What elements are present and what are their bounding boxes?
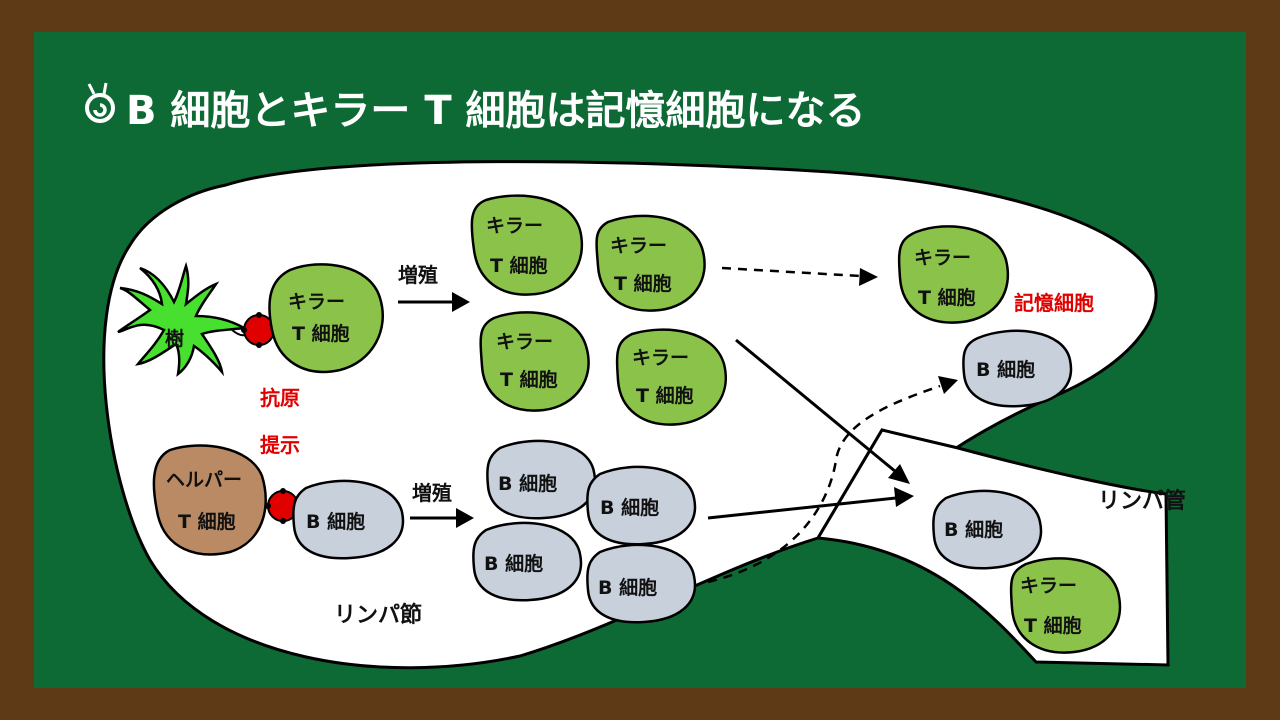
helper-label-1: ヘルパー xyxy=(166,469,242,491)
killer-label-2: T 細胞 xyxy=(490,254,548,277)
killer-label-1: キラー xyxy=(486,215,543,237)
proliferation-arrow-b xyxy=(410,508,474,528)
killer-label-1: キラー xyxy=(496,331,553,353)
b-cell-initial: B 細胞 xyxy=(292,479,405,560)
killer-label-2: T 細胞 xyxy=(614,272,672,295)
b-cell-label: B 細胞 xyxy=(976,358,1035,381)
killer-t-cell-clone-1: キラー T 細胞 xyxy=(470,194,584,296)
lymph-vessel-label: リンパ管 xyxy=(1098,488,1186,514)
arrow-killer-to-vessel xyxy=(735,338,910,484)
killer-label-1: キラー xyxy=(288,291,345,313)
b-cell-label: B 細胞 xyxy=(598,576,657,599)
dendritic-label: 樹 xyxy=(165,327,184,350)
arrow-b-to-vessel xyxy=(707,487,914,520)
b-cell-label: B 細胞 xyxy=(498,472,557,495)
proliferation-label-b: 増殖 xyxy=(412,481,452,505)
b-cell-clone-1: B 細胞 xyxy=(486,439,597,520)
page-title: B 細胞とキラー T 細胞は記憶細胞になる xyxy=(126,88,866,134)
killer-label-1: キラー xyxy=(610,235,667,257)
killer-t-cell-clone-2: キラー T 細胞 xyxy=(595,214,706,312)
memory-cell-label: 記憶細胞 xyxy=(1014,291,1094,315)
lymph-node-label: リンパ節 xyxy=(334,602,422,628)
killer-label-1: キラー xyxy=(1020,575,1077,597)
helper-label-2: T 細胞 xyxy=(178,510,236,533)
killer-label-2: T 細胞 xyxy=(1024,614,1082,637)
proliferation-arrow-killer xyxy=(398,292,470,312)
dendritic-cell: 樹 xyxy=(117,261,253,377)
killer-label-2: T 細胞 xyxy=(292,322,350,345)
b-cell-label: B 細胞 xyxy=(306,510,365,533)
killer-label-1: キラー xyxy=(914,247,971,269)
memory-arrow-b xyxy=(707,376,958,584)
b-cell-clone-3: B 細胞 xyxy=(472,521,583,602)
presentation-label: 提示 xyxy=(260,433,300,457)
b-cell-label: B 細胞 xyxy=(600,496,659,519)
vessel-b-cell: B 細胞 xyxy=(932,489,1043,570)
killer-t-cell-initial: キラー T 細胞 xyxy=(268,263,385,374)
helper-t-cell: ヘルパー T 細胞 xyxy=(152,444,267,556)
b-cell-label: B 細胞 xyxy=(484,552,543,575)
b-cell-label: B 細胞 xyxy=(944,518,1003,541)
memory-arrow-killer xyxy=(721,266,878,286)
vessel-killer-t-cell: キラー T 細胞 xyxy=(1009,557,1122,654)
killer-label-1: キラー xyxy=(632,347,689,369)
killer-label-2: T 細胞 xyxy=(918,286,976,309)
killer-label-2: T 細胞 xyxy=(636,384,694,407)
proliferation-label-killer: 増殖 xyxy=(398,263,438,287)
killer-t-cell-clone-4: キラー T 細胞 xyxy=(615,328,727,426)
antigen-label: 抗原 xyxy=(260,386,300,410)
killer-label-2: T 細胞 xyxy=(500,368,558,391)
b-cell-clone-4: B 細胞 xyxy=(586,543,697,624)
killer-t-cell-clone-3: キラー T 細胞 xyxy=(479,311,590,412)
b-cell-clone-2: B 細胞 xyxy=(586,465,697,546)
memory-b-cell: B 細胞 xyxy=(962,329,1073,408)
snail-icon xyxy=(85,82,115,123)
memory-killer-t-cell: キラー T 細胞 xyxy=(897,225,1010,324)
